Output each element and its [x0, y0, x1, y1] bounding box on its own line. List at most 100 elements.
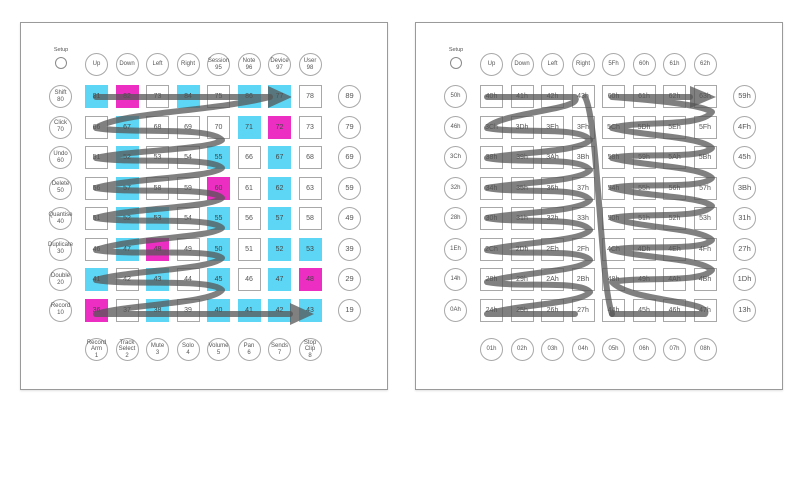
grid-pad[interactable]: 49	[176, 237, 200, 261]
grid-pad[interactable]: 66	[237, 146, 261, 169]
grid-pad[interactable]: 31h	[510, 207, 534, 230]
left-button-6[interactable]: 1Eh	[444, 237, 467, 261]
grid-pad[interactable]: 33h	[571, 207, 595, 230]
grid-pad[interactable]: 2Eh	[541, 237, 564, 261]
bottom-button-1[interactable]: Record Arm 1	[85, 338, 108, 361]
right-button-2[interactable]: 79	[338, 115, 361, 139]
bottom-button-2[interactable]: Track Select 2	[115, 338, 139, 361]
grid-pad[interactable]: 56h	[663, 176, 686, 200]
left-button-8[interactable]: Record 10	[49, 298, 72, 322]
grid-pad[interactable]: 54	[176, 207, 200, 230]
bottom-button-7[interactable]: Sends 7	[268, 338, 291, 361]
bottom-button-6[interactable]: 06h	[632, 338, 656, 361]
grid-pad[interactable]: 38	[146, 298, 169, 322]
right-button-6[interactable]: 39	[338, 237, 361, 261]
top-button-6[interactable]: 60h	[632, 53, 656, 76]
grid-pad[interactable]: 70	[207, 115, 230, 139]
left-button-3[interactable]: 3Ch	[444, 146, 467, 169]
grid-pad[interactable]: 5Eh	[663, 115, 686, 139]
grid-pad[interactable]: 43	[298, 298, 322, 322]
left-button-2[interactable]: Click 70	[49, 115, 72, 139]
grid-pad[interactable]: 57	[115, 176, 139, 200]
grid-pad[interactable]: 4Bh	[693, 268, 717, 291]
grid-pad[interactable]: 3Dh	[510, 115, 534, 139]
grid-pad[interactable]: 2Fh	[571, 237, 595, 261]
grid-pad[interactable]: 78	[298, 85, 322, 108]
grid-pad[interactable]: 58h	[602, 146, 625, 169]
grid-pad[interactable]: 44h	[602, 298, 625, 322]
grid-pad[interactable]: 42h	[541, 85, 564, 108]
grid-pad[interactable]: 68	[298, 146, 322, 169]
top-button-6[interactable]: Note 96	[237, 53, 261, 76]
grid-pad[interactable]: 36	[85, 298, 108, 322]
grid-pad[interactable]: 56	[85, 176, 108, 200]
grid-pad[interactable]: 71	[237, 115, 261, 139]
grid-pad[interactable]: 41	[237, 298, 261, 322]
grid-pad[interactable]: 5Ah	[663, 146, 686, 169]
grid-pad[interactable]: 52	[115, 207, 139, 230]
grid-pad[interactable]: 48	[298, 268, 322, 291]
right-button-2[interactable]: 4Fh	[733, 115, 756, 139]
bottom-button-3[interactable]: 03h	[541, 338, 564, 361]
right-button-5[interactable]: 31h	[733, 207, 756, 230]
grid-pad[interactable]: 52h	[663, 207, 686, 230]
grid-pad[interactable]: 51	[85, 146, 108, 169]
grid-pad[interactable]: 43	[146, 268, 169, 291]
top-button-2[interactable]: Down	[115, 53, 139, 76]
grid-pad[interactable]: 28h	[480, 268, 503, 291]
grid-pad[interactable]: 32h	[541, 207, 564, 230]
grid-pad[interactable]: 4Ah	[663, 268, 686, 291]
right-button-8[interactable]: 13h	[733, 298, 756, 322]
grid-pad[interactable]: 73	[298, 115, 322, 139]
grid-pad[interactable]: 41h	[510, 85, 534, 108]
top-button-2[interactable]: Down	[510, 53, 534, 76]
grid-pad[interactable]: 2Dh	[510, 237, 534, 261]
top-button-1[interactable]: Up	[85, 53, 108, 76]
grid-pad[interactable]: 5Dh	[632, 115, 656, 139]
bottom-button-8[interactable]: Stop Clip 8	[298, 338, 322, 361]
grid-pad[interactable]: 30h	[480, 207, 503, 230]
right-button-7[interactable]: 1Dh	[733, 268, 756, 291]
grid-pad[interactable]: 26h	[541, 298, 564, 322]
top-button-5[interactable]: 5Fh	[602, 53, 625, 76]
grid-pad[interactable]: 51h	[632, 207, 656, 230]
top-button-7[interactable]: 61h	[663, 53, 686, 76]
grid-pad[interactable]: 86	[237, 85, 261, 108]
grid-pad[interactable]: 61	[237, 176, 261, 200]
grid-pad[interactable]: 84	[176, 85, 200, 108]
bottom-button-8[interactable]: 08h	[693, 338, 717, 361]
bottom-button-3[interactable]: Mute 3	[146, 338, 169, 361]
grid-pad[interactable]: 59h	[632, 146, 656, 169]
grid-pad[interactable]: 50	[207, 237, 230, 261]
grid-pad[interactable]: 41	[85, 268, 108, 291]
grid-pad[interactable]: 55	[207, 207, 230, 230]
left-button-5[interactable]: Quantise 40	[49, 207, 73, 230]
grid-pad[interactable]: 42	[268, 298, 291, 322]
top-button-4[interactable]: Right	[176, 53, 200, 76]
right-button-7[interactable]: 29	[338, 268, 361, 291]
setup-button[interactable]	[55, 57, 67, 69]
top-button-7[interactable]: Device 97	[268, 53, 291, 76]
grid-pad[interactable]: 36h	[541, 176, 564, 200]
top-button-1[interactable]: Up	[480, 53, 503, 76]
grid-pad[interactable]: 5Fh	[693, 115, 717, 139]
grid-pad[interactable]: 62	[268, 176, 291, 200]
grid-pad[interactable]: 37	[115, 298, 139, 322]
grid-pad[interactable]: 81	[85, 85, 108, 108]
left-button-7[interactable]: Double 20	[49, 268, 72, 291]
grid-pad[interactable]: 58	[298, 207, 322, 230]
grid-pad[interactable]: 24h	[480, 298, 503, 322]
grid-pad[interactable]: 3Fh	[571, 115, 595, 139]
top-button-3[interactable]: Left	[541, 53, 564, 76]
grid-pad[interactable]: 60h	[602, 85, 625, 108]
grid-pad[interactable]: 48	[146, 237, 169, 261]
grid-pad[interactable]: 51	[237, 237, 261, 261]
grid-pad[interactable]: 5Bh	[693, 146, 717, 169]
grid-pad[interactable]: 49h	[632, 268, 656, 291]
grid-pad[interactable]: 54h	[602, 176, 625, 200]
grid-pad[interactable]: 62h	[663, 85, 686, 108]
grid-pad[interactable]: 68	[146, 115, 169, 139]
left-button-4[interactable]: Delete 50	[49, 176, 72, 200]
right-button-1[interactable]: 89	[338, 85, 361, 108]
grid-pad[interactable]: 47h	[693, 298, 717, 322]
